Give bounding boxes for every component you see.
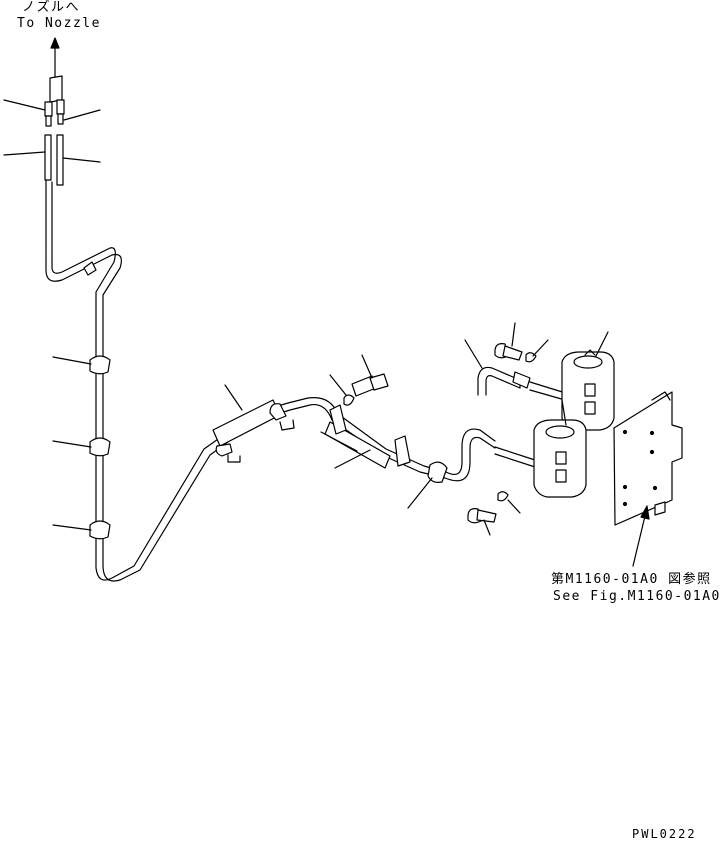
hose-upper-tank: [464, 339, 531, 396]
bolt-washer-lower: [467, 491, 521, 536]
drawing-code: PWL0222: [632, 827, 697, 841]
washer-tank-lower: [533, 399, 587, 498]
washer-tank-upper: [561, 331, 615, 431]
bolt-washer-upper: [494, 322, 549, 363]
figure-reference-jp: 第M1160-01A0 図参照: [551, 572, 712, 587]
nozzle-label-en: To Nozzle: [17, 16, 101, 31]
hose-clips-left: [52, 355, 111, 540]
nozzle-label-jp: ノズルへ: [22, 0, 81, 15]
leader-lines-top: [3, 99, 101, 163]
bolt-nut-middle: [329, 354, 389, 406]
protective-sleeve-2: [320, 404, 448, 509]
mounting-plate: [613, 391, 683, 526]
protective-sleeve-1: [212, 384, 295, 463]
hose-sleeves: [44, 134, 64, 186]
figure-reference-en: See Fig.M1160-01A0: [553, 589, 721, 604]
reference-arrow: [632, 505, 650, 567]
nozzle-connectors: [44, 75, 65, 127]
hose-main: [45, 179, 496, 582]
hose-clip-bend: [83, 261, 97, 276]
